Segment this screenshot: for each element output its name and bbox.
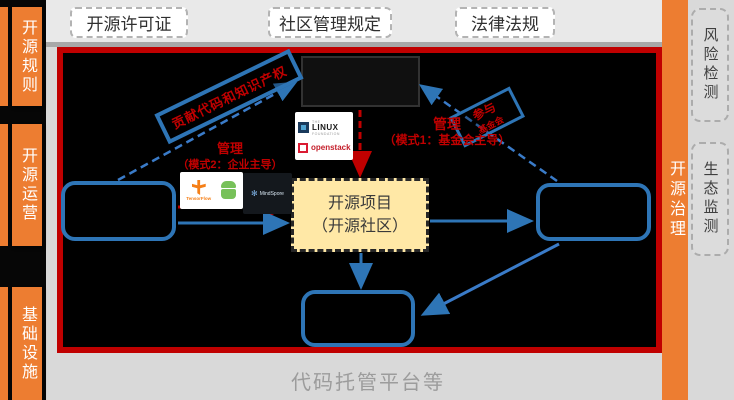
footer-label-code-hosting: 代码托管平台等 [291,372,445,394]
openstack-logo-text: openstack [311,142,351,152]
edge-label-subtext: （模式2：企业主导） [177,158,283,171]
left-rail-sliver-2 [0,124,8,246]
mindspore-logo-text: MindSpore [259,190,284,197]
node-right-box [536,183,651,241]
tensorflow-logo-text: TensorFlow [186,196,212,201]
tensorflow-icon [191,180,206,195]
center-line1: 开源项目 [327,194,392,212]
edge-label-subtext: （模式1：基金会主导） [383,133,511,148]
tensorflow-logo: TensorFlow [186,180,211,201]
label-ecosystem-monitoring: 生态监测 [691,142,729,256]
label-open-source-license: 开源许可证 [70,7,188,38]
label-text: 社区管理规定 [279,15,381,34]
sidebar-item-label: 基础设施 [19,305,36,382]
android-logo [220,181,237,200]
mindspore-logo-card: ✻ MindSpore [243,173,292,214]
left-rail-sliver-1 [0,7,8,106]
linux-prefix-text: THE [312,119,321,124]
top-divider [46,42,662,47]
left-rail-sliver-3 [0,287,8,400]
node-bottom-box [301,290,415,347]
android-icon [220,181,236,188]
label-text: 风险检测 [701,27,719,103]
linux-sub-text: FOUNDATION [312,131,340,136]
label-text: 法律法规 [471,15,539,34]
edge-label-text: 管理 [216,141,243,156]
mindspore-icon: ✻ [251,188,258,198]
label-text: 生态监测 [701,161,719,237]
sidebar-item-infrastructure: 基础设施 [12,287,42,400]
linux-foundation-logo: THE LINUX FOUNDATION [298,120,350,136]
edge-label-manage-mode2: 管理 （模式2：企业主导） [172,141,288,172]
openstack-logo: openstack [298,142,351,153]
label-risk-detection: 风险检测 [691,8,729,122]
linux-foundation-icon [298,122,309,133]
label-laws-regulations: 法律法规 [455,7,555,38]
node-left-box [61,181,176,241]
sidebar-item-label: 开源规则 [19,18,36,95]
node-top-foundation-box [301,56,420,107]
label-community-management-rules: 社区管理规定 [268,7,392,38]
sidebar-item-open-source-operation: 开源运营 [12,124,42,246]
sidebar-item-label: 开源运营 [19,147,36,223]
linux-logo-text: LINUX [312,122,339,132]
mindspore-logo: ✻ MindSpore [251,188,284,198]
edge-label-text: 管理 [433,116,461,132]
left-rail: 开源规则 开源运营 基础设施 [0,0,46,400]
foundation-logos-card: THE LINUX FOUNDATION openstack [295,112,353,160]
bar-open-source-governance: 开源治理 [662,0,688,400]
sidebar-item-open-source-rules: 开源规则 [12,7,42,106]
edge-label-manage-mode1: 管理 （模式1：基金会主导） [372,115,522,149]
enterprise-logos-card: TensorFlow [180,172,243,209]
node-center-open-source-project: 开源项目 （开源社区） [291,178,429,252]
label-text: 开源许可证 [86,15,172,34]
center-line2: （开源社区） [311,218,408,235]
openstack-icon [298,142,308,153]
bar-label: 开源治理 [667,160,684,240]
